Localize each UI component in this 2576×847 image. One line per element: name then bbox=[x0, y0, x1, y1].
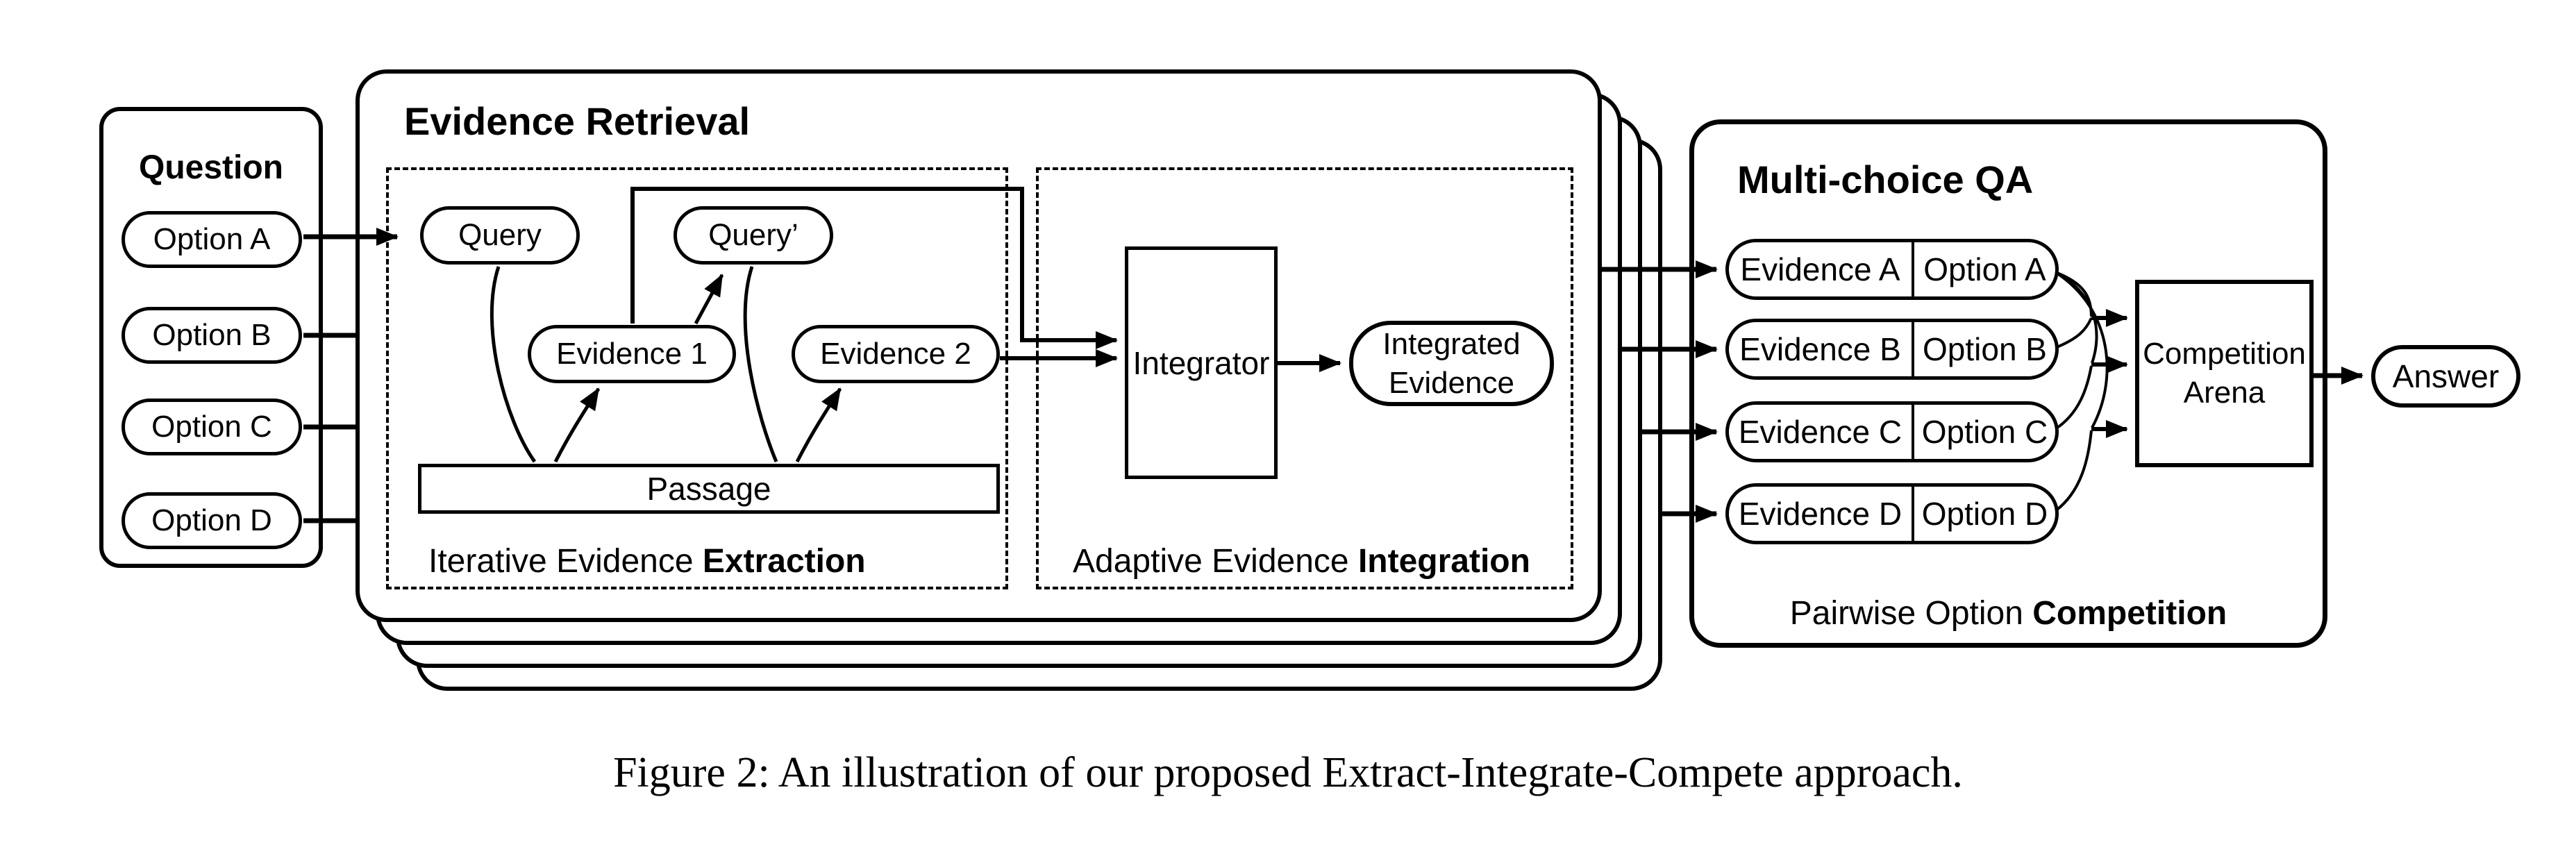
option-pill-d: Option D bbox=[122, 492, 302, 549]
integration-label: Adaptive Evidence Integration bbox=[1073, 542, 1530, 580]
curve-pair-b-1 bbox=[2055, 317, 2093, 349]
question-title: Question bbox=[138, 149, 283, 186]
query-pill: Query bbox=[420, 206, 580, 265]
integrated-evidence-pill: Integrated Evidence bbox=[1349, 321, 1554, 406]
extraction-dashed-box bbox=[386, 167, 1008, 589]
qa-pair-a: Evidence A Option A bbox=[1725, 239, 2059, 300]
qa-pair-d-evidence: Evidence D bbox=[1738, 496, 1902, 532]
qa-pair-c: Evidence C Option C bbox=[1725, 401, 2059, 462]
extraction-label-regular: Iterative Evidence bbox=[428, 543, 703, 580]
passage-box: Passage bbox=[418, 464, 1000, 514]
query-prime-pill: Query’ bbox=[674, 206, 833, 265]
qa-title: Multi-choice QA bbox=[1737, 158, 2034, 201]
curve-pair-d-3 bbox=[2054, 430, 2093, 512]
arena-line2: Arena bbox=[2183, 376, 2266, 410]
qa-pair-c-option: Option C bbox=[1912, 405, 2055, 459]
qa-pair-b-evidence: Evidence B bbox=[1739, 331, 1901, 367]
competition-arena-box: Competition Arena bbox=[2135, 280, 2314, 467]
figure-caption: Figure 2: An illustration of our propose… bbox=[613, 749, 1963, 796]
qa-pair-a-option: Option A bbox=[1912, 242, 2055, 296]
qa-pair-d-option: Option D bbox=[1912, 487, 2055, 541]
evidence-retrieval-title: Evidence Retrieval bbox=[404, 99, 751, 143]
pairwise-label-bold: Competition bbox=[2032, 595, 2227, 632]
arena-line1: Competition bbox=[2143, 337, 2306, 371]
option-pill-c: Option C bbox=[122, 399, 302, 455]
arrow-passage-to-evidence1 bbox=[553, 387, 601, 463]
curve-pair-c-2 bbox=[2054, 365, 2093, 430]
qa-pair-d: Evidence D Option D bbox=[1725, 483, 2059, 544]
pairwise-label: Pairwise Option Competition bbox=[1689, 594, 2327, 632]
option-pill-a: Option A bbox=[122, 211, 302, 268]
integrated-evidence-line1: Integrated bbox=[1382, 326, 1521, 361]
curve-query-to-passage bbox=[490, 266, 537, 463]
integration-label-bold: Integration bbox=[1357, 543, 1530, 580]
integrator-box: Integrator bbox=[1125, 246, 1278, 479]
option-pill-b: Option B bbox=[122, 307, 302, 364]
arrow-evidence1-to-queryprime bbox=[694, 274, 724, 325]
evidence-2-pill: Evidence 2 bbox=[792, 325, 1000, 383]
line-evidence1-loop-to-integrator bbox=[630, 187, 1118, 349]
qa-pair-b-option: Option B bbox=[1912, 322, 2055, 376]
pairwise-label-regular: Pairwise Option bbox=[1789, 595, 2033, 632]
curve-pair-a-3 bbox=[2054, 271, 2109, 428]
arrow-passage-to-evidence2 bbox=[795, 387, 842, 463]
extraction-label-bold: Extraction bbox=[702, 543, 866, 580]
curve-queryprime-to-passage bbox=[743, 266, 778, 462]
qa-pair-a-evidence: Evidence A bbox=[1740, 251, 1900, 287]
qa-pair-c-evidence: Evidence C bbox=[1738, 414, 1902, 450]
evidence-1-pill: Evidence 1 bbox=[528, 325, 736, 383]
qa-pair-b: Evidence B Option B bbox=[1725, 319, 2059, 380]
answer-pill: Answer bbox=[2371, 345, 2520, 408]
integration-label-regular: Adaptive Evidence bbox=[1073, 543, 1358, 580]
integrated-evidence-line2: Evidence bbox=[1388, 365, 1514, 400]
extraction-label: Iterative Evidence Extraction bbox=[428, 542, 866, 580]
integration-dashed-box bbox=[1036, 167, 1573, 589]
curve-pair-a-1 bbox=[2055, 271, 2093, 317]
